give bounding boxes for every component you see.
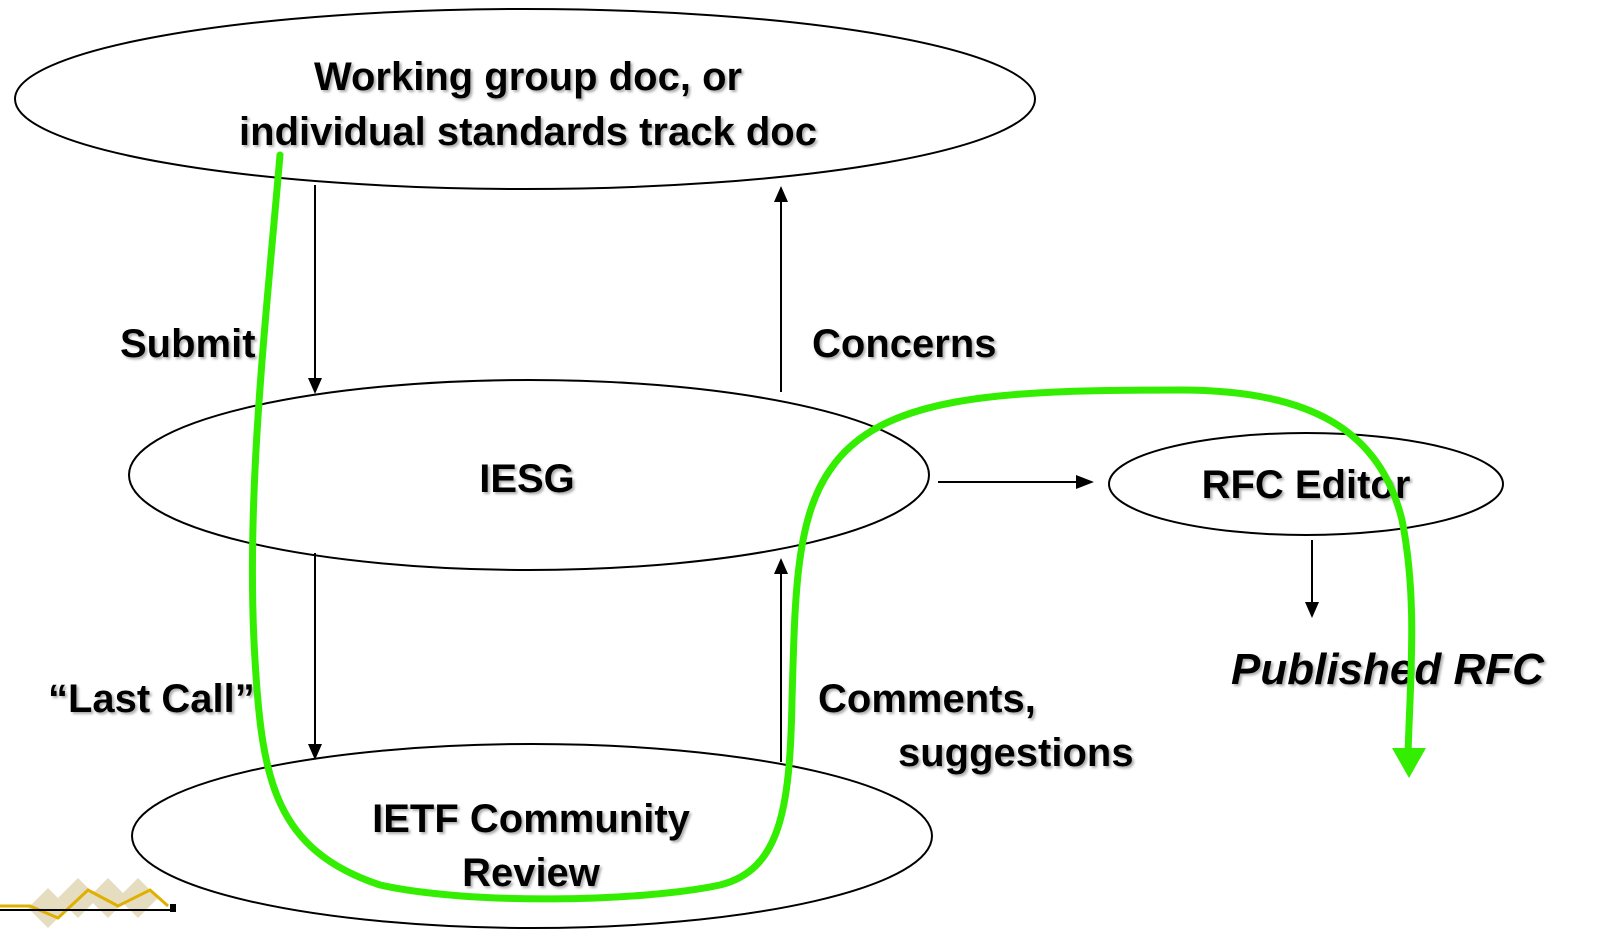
comments-arrow <box>774 558 788 762</box>
submit-arrow <box>308 185 322 394</box>
working-group-doc-node <box>14 8 1036 190</box>
concerns-arrow <box>774 186 788 392</box>
ietf-zigzag-logo <box>0 878 176 928</box>
approve-arrow <box>938 475 1094 489</box>
community-review-label-1: IETF Community <box>372 797 691 841</box>
concerns-label: Concerns <box>812 322 997 366</box>
working-group-doc-label-1: Working group doc, or <box>314 55 742 99</box>
rfc-editor-node <box>1108 432 1504 536</box>
iesg-node <box>128 379 930 571</box>
comments-label-2: suggestions <box>898 731 1134 775</box>
flow-arrowhead <box>1392 748 1426 778</box>
comments-label-1: Comments, <box>818 677 1036 721</box>
document-flow-path <box>248 151 1416 903</box>
last-call-label: “Last Call” <box>48 677 255 721</box>
community-review-label-2: Review <box>462 851 601 895</box>
published-rfc-label: Published RFC <box>1231 645 1545 694</box>
iesg-label: IESG <box>479 457 575 501</box>
rfc-editor-label: RFC Editor <box>1202 463 1411 507</box>
publish-arrow <box>1305 540 1319 618</box>
working-group-doc-label-2: individual standards track doc <box>239 110 817 154</box>
last-call-arrow <box>308 553 322 760</box>
submit-label: Submit <box>120 322 256 366</box>
